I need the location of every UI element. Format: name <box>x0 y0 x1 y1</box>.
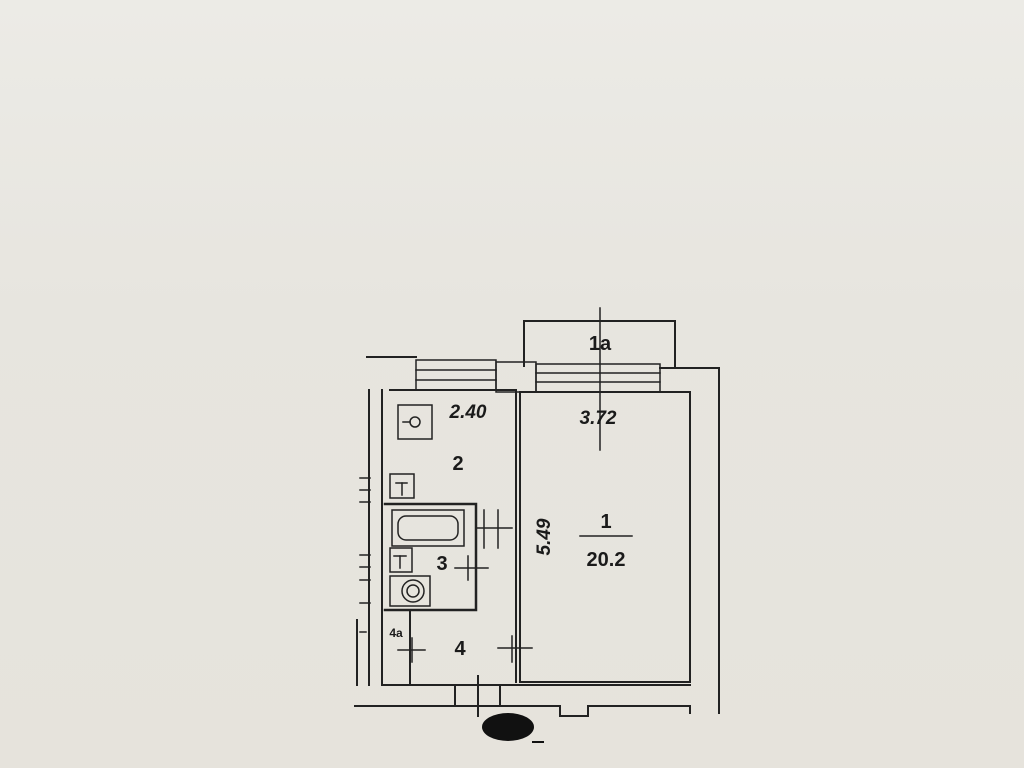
room-1-area: 20.2 <box>587 549 626 571</box>
bathtub-icon <box>391 509 465 547</box>
room-4-number: 4 <box>454 638 466 660</box>
room-3-walls <box>383 502 478 612</box>
room-length-dim: 5.49 <box>534 518 555 555</box>
room-3-number: 3 <box>436 553 447 575</box>
room-2-walls <box>389 389 517 683</box>
window-left <box>415 359 497 391</box>
room-1-walls <box>519 391 691 683</box>
redaction-mark <box>482 713 534 741</box>
sink-icon <box>389 473 415 499</box>
room-width-dim: 3.72 <box>580 408 617 429</box>
room-4a-number: 4a <box>389 626 403 640</box>
wall-hatch <box>359 477 371 633</box>
door-marks <box>397 509 533 663</box>
stove-icon <box>397 404 433 440</box>
balcony-door <box>495 361 537 393</box>
toilet-icon <box>389 575 431 607</box>
entry-door <box>354 675 691 717</box>
room-2-number: 2 <box>452 453 463 475</box>
window-right <box>535 363 661 393</box>
balcony-label: 1a <box>589 333 612 355</box>
room-1-number: 1 <box>600 511 611 533</box>
kitchen-width-dim: 2.40 <box>449 402 487 423</box>
washbasin-icon <box>389 547 413 573</box>
